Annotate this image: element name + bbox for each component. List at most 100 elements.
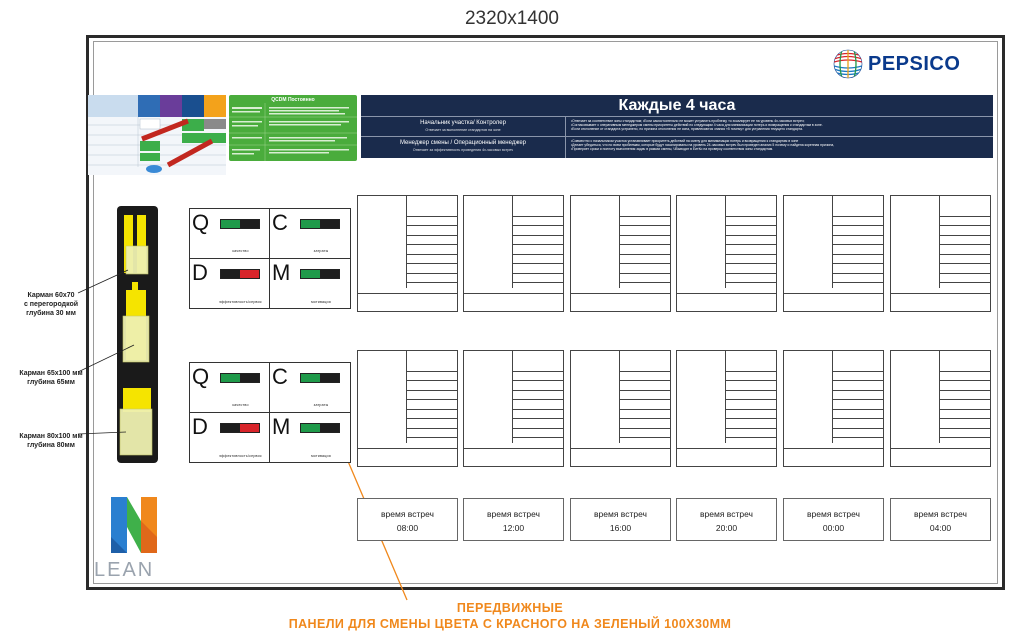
- shift-card: [783, 350, 884, 467]
- meeting-time-value: 08:00: [396, 523, 419, 533]
- card-rule-line: [832, 272, 883, 274]
- meeting-time-value: 16:00: [609, 523, 632, 533]
- switch-right-half: [320, 220, 339, 228]
- card-rule-line: [939, 389, 990, 391]
- status-color-switch[interactable]: [220, 423, 260, 433]
- card-rule-line: [832, 253, 883, 255]
- lean-wordmark: LEAN: [94, 559, 155, 581]
- card-rule-line: [406, 418, 457, 419]
- card-rule-line: [832, 399, 883, 400]
- card-rule-line: [619, 427, 670, 429]
- card-rule-line: [725, 399, 776, 400]
- status-color-switch[interactable]: [300, 423, 340, 433]
- role-subtitle: Отвечает за эффективность проведения 4х-…: [412, 148, 514, 152]
- callout-line: Карман 65x100 мм: [19, 370, 83, 377]
- card-rule-line: [832, 437, 883, 438]
- switch-right-half: [240, 424, 259, 432]
- card-rule-line: [619, 234, 670, 236]
- card-rule-line: [939, 263, 990, 264]
- banner-row-section-chief: Начальник участка/ Контролер Отвечает за…: [361, 116, 993, 136]
- meeting-time-value: 00:00: [822, 523, 845, 533]
- card-divider: [512, 351, 513, 443]
- card-rule-line: [939, 225, 990, 226]
- qcdm-letter: D: [192, 414, 208, 439]
- switch-left-half: [301, 270, 320, 278]
- role-name: Менеджер смены / Операционный менеджер: [399, 140, 527, 146]
- qcdm-letter: M: [272, 260, 291, 285]
- callout-line: Карман 60x70: [27, 292, 75, 299]
- card-rule-line: [619, 225, 670, 226]
- card-rule-line: [512, 234, 563, 236]
- role-description-line: •Совместно с начальником участка устанав…: [571, 139, 799, 143]
- card-rule-line: [832, 418, 883, 419]
- qcdm-letter: D: [192, 260, 208, 285]
- callout-line: глубина 65мм: [27, 379, 75, 386]
- card-rule-line: [619, 272, 670, 274]
- card-footer-line: [784, 293, 883, 294]
- card-rule-line: [512, 389, 563, 391]
- qcdm-permanent-thumbnail: QCDM Постоянно: [229, 95, 357, 161]
- card-rule-line: [725, 380, 776, 381]
- card-rule-line: [619, 263, 670, 264]
- qcdm-caption: мотивация: [311, 300, 331, 304]
- card-rule-line: [406, 263, 457, 264]
- card-rule-line: [725, 225, 776, 226]
- card-rule-line: [406, 234, 457, 236]
- card-rule-line: [512, 437, 563, 438]
- card-rule-line: [832, 263, 883, 264]
- shift-card: [890, 350, 991, 467]
- process-matrix-thumbnail: [88, 95, 226, 175]
- card-rule-line: [725, 282, 776, 283]
- card-rule-line: [406, 253, 457, 255]
- card-rule-line: [725, 418, 776, 419]
- card-rule-line: [725, 215, 776, 217]
- card-divider: [725, 351, 726, 443]
- shift-card: [357, 195, 458, 312]
- status-color-switch[interactable]: [220, 269, 260, 279]
- pepsico-wordmark: PEPSICO: [868, 52, 961, 75]
- card-rule-line: [619, 282, 670, 283]
- switch-left-half: [221, 374, 240, 382]
- pepsico-logo: PEPSICO: [832, 47, 960, 81]
- card-divider: [619, 351, 620, 443]
- card-rule-line: [512, 399, 563, 400]
- shift-card: [890, 195, 991, 312]
- status-color-switch[interactable]: [220, 219, 260, 229]
- card-rule-line: [939, 282, 990, 283]
- shift-card: [676, 350, 777, 467]
- card-rule-line: [725, 234, 776, 236]
- card-rule-line: [832, 215, 883, 217]
- card-divider: [619, 196, 620, 288]
- card-rule-line: [832, 225, 883, 226]
- status-color-switch[interactable]: [300, 373, 340, 383]
- board-inner-frame: [93, 41, 998, 584]
- switch-left-half: [221, 220, 240, 228]
- dimension-label: 2320x1400: [464, 8, 560, 29]
- card-rule-line: [406, 389, 457, 391]
- switch-right-half: [320, 270, 339, 278]
- card-rule-line: [406, 399, 457, 400]
- status-color-switch[interactable]: [300, 269, 340, 279]
- card-rule-line: [406, 380, 457, 381]
- card-rule-line: [619, 244, 670, 245]
- qcdm-caption: качество: [232, 249, 249, 253]
- card-footer-line: [358, 293, 457, 294]
- card-rule-line: [832, 244, 883, 245]
- card-rule-line: [406, 272, 457, 274]
- callout-top-pocket: Карман 60x70 с перегородкой глубина 30 м…: [2, 291, 100, 318]
- qcdm-caption: качество: [232, 403, 249, 407]
- banner-title: Каждые 4 часа: [618, 97, 736, 114]
- status-color-switch[interactable]: [220, 373, 260, 383]
- card-rule-line: [725, 427, 776, 429]
- shift-card: [357, 350, 458, 467]
- card-rule-line: [406, 437, 457, 438]
- card-divider: [406, 351, 407, 443]
- card-rule-line: [406, 244, 457, 245]
- status-color-switch[interactable]: [300, 219, 340, 229]
- card-rule-line: [406, 282, 457, 283]
- card-divider: [512, 196, 513, 288]
